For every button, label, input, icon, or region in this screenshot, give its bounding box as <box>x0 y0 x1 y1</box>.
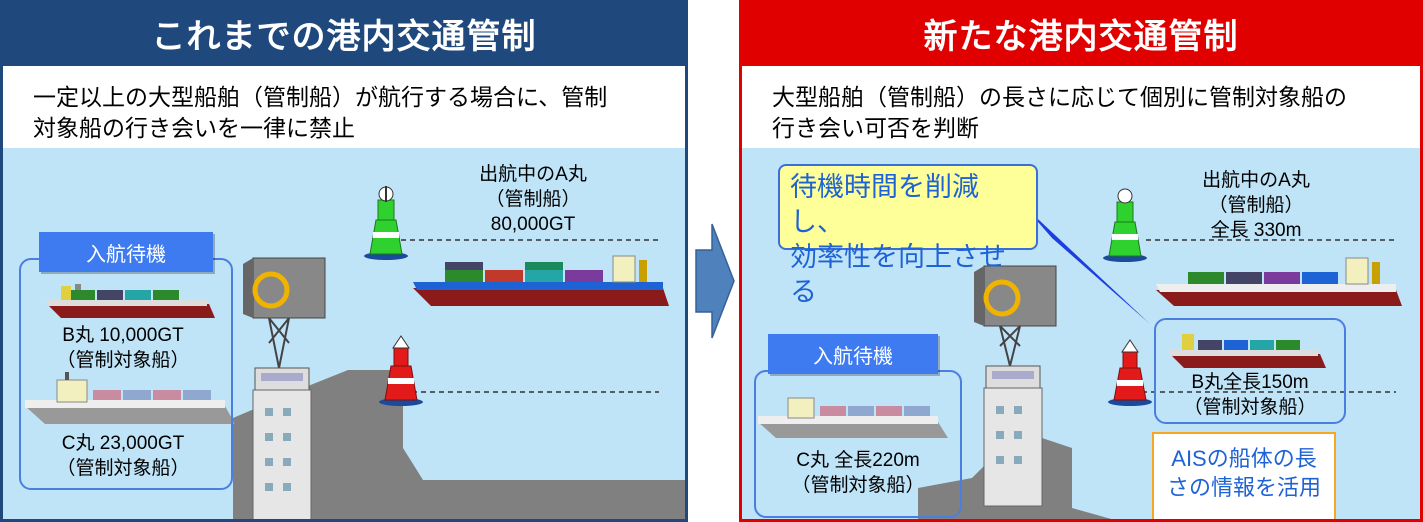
panel-title: 新たな港内交通管制 <box>742 0 1420 66</box>
ship-c-label: C丸 23,000GT （管制対象船） <box>56 433 190 479</box>
harbor-illustration <box>25 186 685 519</box>
new-control-panel: 新たな港内交通管制 大型船舶（管制船）の長さに応じて個別に管制対象船の 行き会い… <box>739 0 1423 522</box>
ship-c-icon <box>25 372 235 424</box>
ship-c-label: C丸 全長220m （管制対象船） <box>791 450 925 496</box>
ship-b-icon <box>47 284 215 318</box>
control-tower-icon <box>974 265 1057 507</box>
panel-title: これまでの港内交通管制 <box>3 0 685 66</box>
panel-description: 一定以上の大型船舶（管制船）が航行する場合に、管制 対象船の行き会いを一律に禁止 <box>3 66 685 148</box>
benefit-callout: 待機時間を削減し、 効率性を向上させる <box>778 164 1038 307</box>
ship-c-icon <box>758 397 948 438</box>
current-control-panel: これまでの港内交通管制 一定以上の大型船舶（管制船）が航行する場合に、管制 対象… <box>0 0 688 522</box>
ship-a-label: 出航中のA丸 （管制船） 80,000GT <box>479 164 587 235</box>
red-buoy-icon <box>1108 339 1152 406</box>
waiting-tag: 入航待機 <box>768 334 938 374</box>
green-buoy-icon <box>364 186 408 260</box>
ship-b-label: B丸 10,000GT （管制対象船） <box>56 325 190 371</box>
panel-description: 大型船舶（管制船）の長さに応じて個別に管制対象船の 行き会い可否を判断 <box>742 66 1420 148</box>
callout-pointer <box>1024 206 1150 324</box>
harbor-scene: 入航待機 出航中のA丸 （管制船） 80,000GT B丸 10,000GT （… <box>3 148 685 519</box>
control-tower-icon <box>243 257 326 519</box>
ship-b-highlight <box>1154 318 1346 424</box>
ship-a-icon <box>1156 257 1402 306</box>
harbor-scene: 入航待機 待機時間を削減し、 効率性を向上させる 出航中のA丸 （管制船） 全長… <box>742 148 1420 519</box>
ship-b-label: B丸全長150m （管制対象船） <box>1183 372 1317 418</box>
land-mass <box>233 370 685 519</box>
ais-info-box: AISの船体の長 さの情報を活用 <box>1152 432 1336 519</box>
green-buoy-icon <box>1103 188 1147 262</box>
transition-arrow-icon <box>695 223 735 339</box>
ship-a-label: 出航中のA丸 （管制船） 全長 330m <box>1202 170 1310 241</box>
harbor-illustration <box>758 188 1402 519</box>
red-buoy-icon <box>379 335 423 406</box>
ship-b-icon <box>1170 334 1326 368</box>
ship-a-icon <box>413 255 669 306</box>
waiting-tag: 入航待機 <box>39 232 213 272</box>
